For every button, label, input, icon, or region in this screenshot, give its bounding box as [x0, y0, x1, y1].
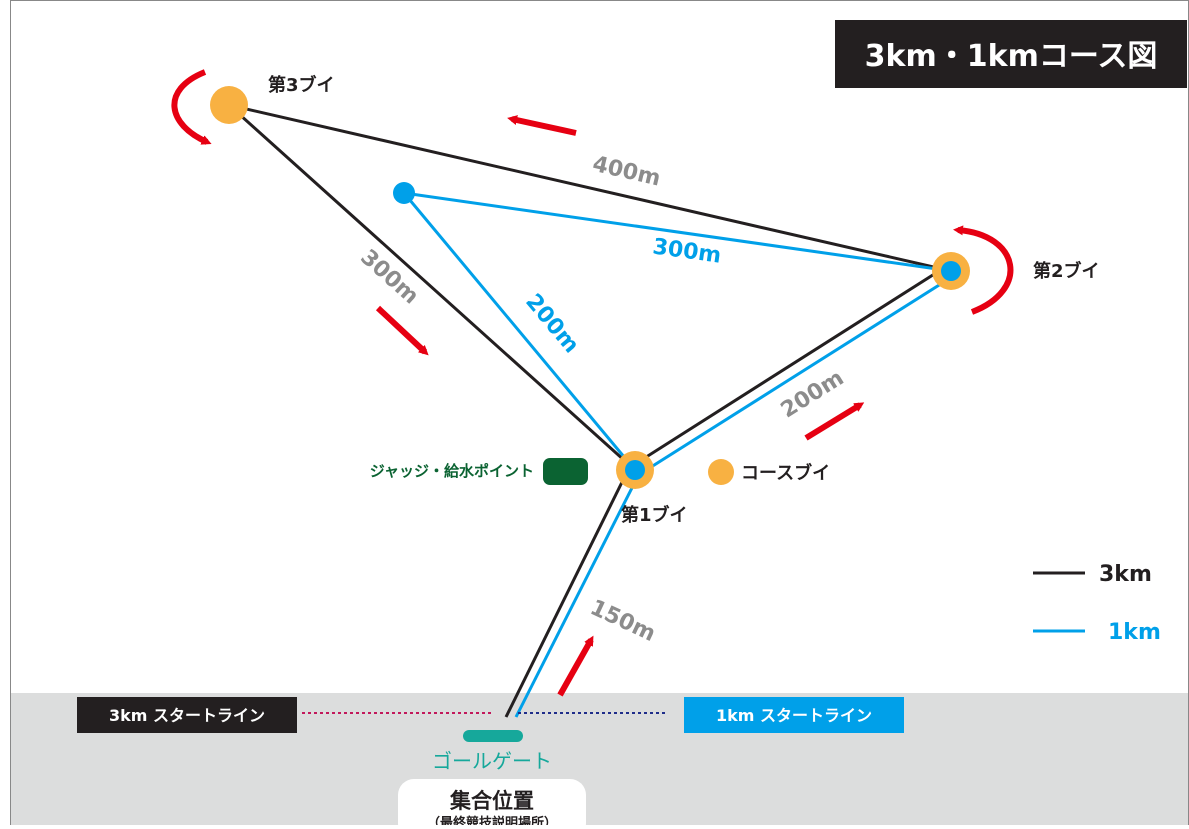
course-3km-leg-3-to-1 — [227, 103, 637, 472]
buoy-1-label: 第1ブイ — [621, 504, 688, 526]
judge-point-label: ジャッジ・給水ポイント — [370, 462, 534, 480]
buoy-3-label: 第3ブイ — [268, 74, 335, 96]
course-3km-leg-3-to-2 — [228, 103, 952, 273]
buoy-3-marker — [210, 86, 248, 124]
distance-200m-1km: 200m — [520, 289, 583, 358]
legend-1km-label: 1km — [1108, 620, 1161, 645]
map-title: 3km・1kmコース図 — [865, 39, 1158, 74]
course-1km-leg-start-to-1 — [514, 471, 642, 718]
assembly-point-box — [398, 779, 586, 829]
direction-arrow-right — [804, 402, 865, 441]
direction-arrow-top — [507, 115, 577, 136]
distance-400m: 400m — [590, 152, 663, 192]
course-1km-leg-top-to-2 — [403, 191, 952, 273]
course-buoy-legend-label: コースブイ — [741, 462, 830, 484]
distance-300m-3km: 300m — [355, 245, 423, 310]
buoy-2-label: 第2ブイ — [1033, 260, 1100, 282]
assembly-point-title: 集合位置 — [449, 789, 534, 813]
distance-200m-right: 200m — [777, 366, 849, 424]
start-line-1km-box — [684, 697, 904, 733]
start-line-1km-label: 1km スタートライン — [716, 706, 872, 725]
direction-arrow-start — [557, 635, 594, 697]
judge-point-icon — [543, 458, 588, 485]
distance-300m-1km: 300m — [651, 234, 723, 268]
goal-gate-icon — [463, 730, 523, 742]
distance-150m: 150m — [586, 595, 659, 647]
buoy-1-inner-marker — [625, 460, 645, 480]
buoy-2-inner-marker — [941, 261, 961, 281]
legend-3km-label: 3km — [1099, 562, 1152, 587]
direction-arrow-left — [375, 305, 429, 356]
goal-gate-label: ゴールゲート — [432, 749, 552, 773]
title-box — [835, 20, 1187, 88]
course-3km-leg-1-to-2 — [631, 264, 948, 468]
course-1km-leg-1-to-2 — [639, 273, 956, 476]
course-1km-leg-top-to-1 — [402, 192, 637, 471]
start-line-3km-label: 3km スタートライン — [109, 706, 265, 725]
course-buoy-legend-icon — [708, 459, 734, 485]
start-line-3km-box — [77, 697, 297, 733]
buoy-1km-top-marker — [393, 182, 415, 204]
buoy-2-turn-arrow — [953, 225, 1014, 315]
assembly-point-subtitle: （最終競技説明場所） — [427, 815, 557, 825]
buoy-3-turn-arrow — [171, 69, 212, 145]
course-3km-leg-start-to-1 — [504, 467, 631, 718]
